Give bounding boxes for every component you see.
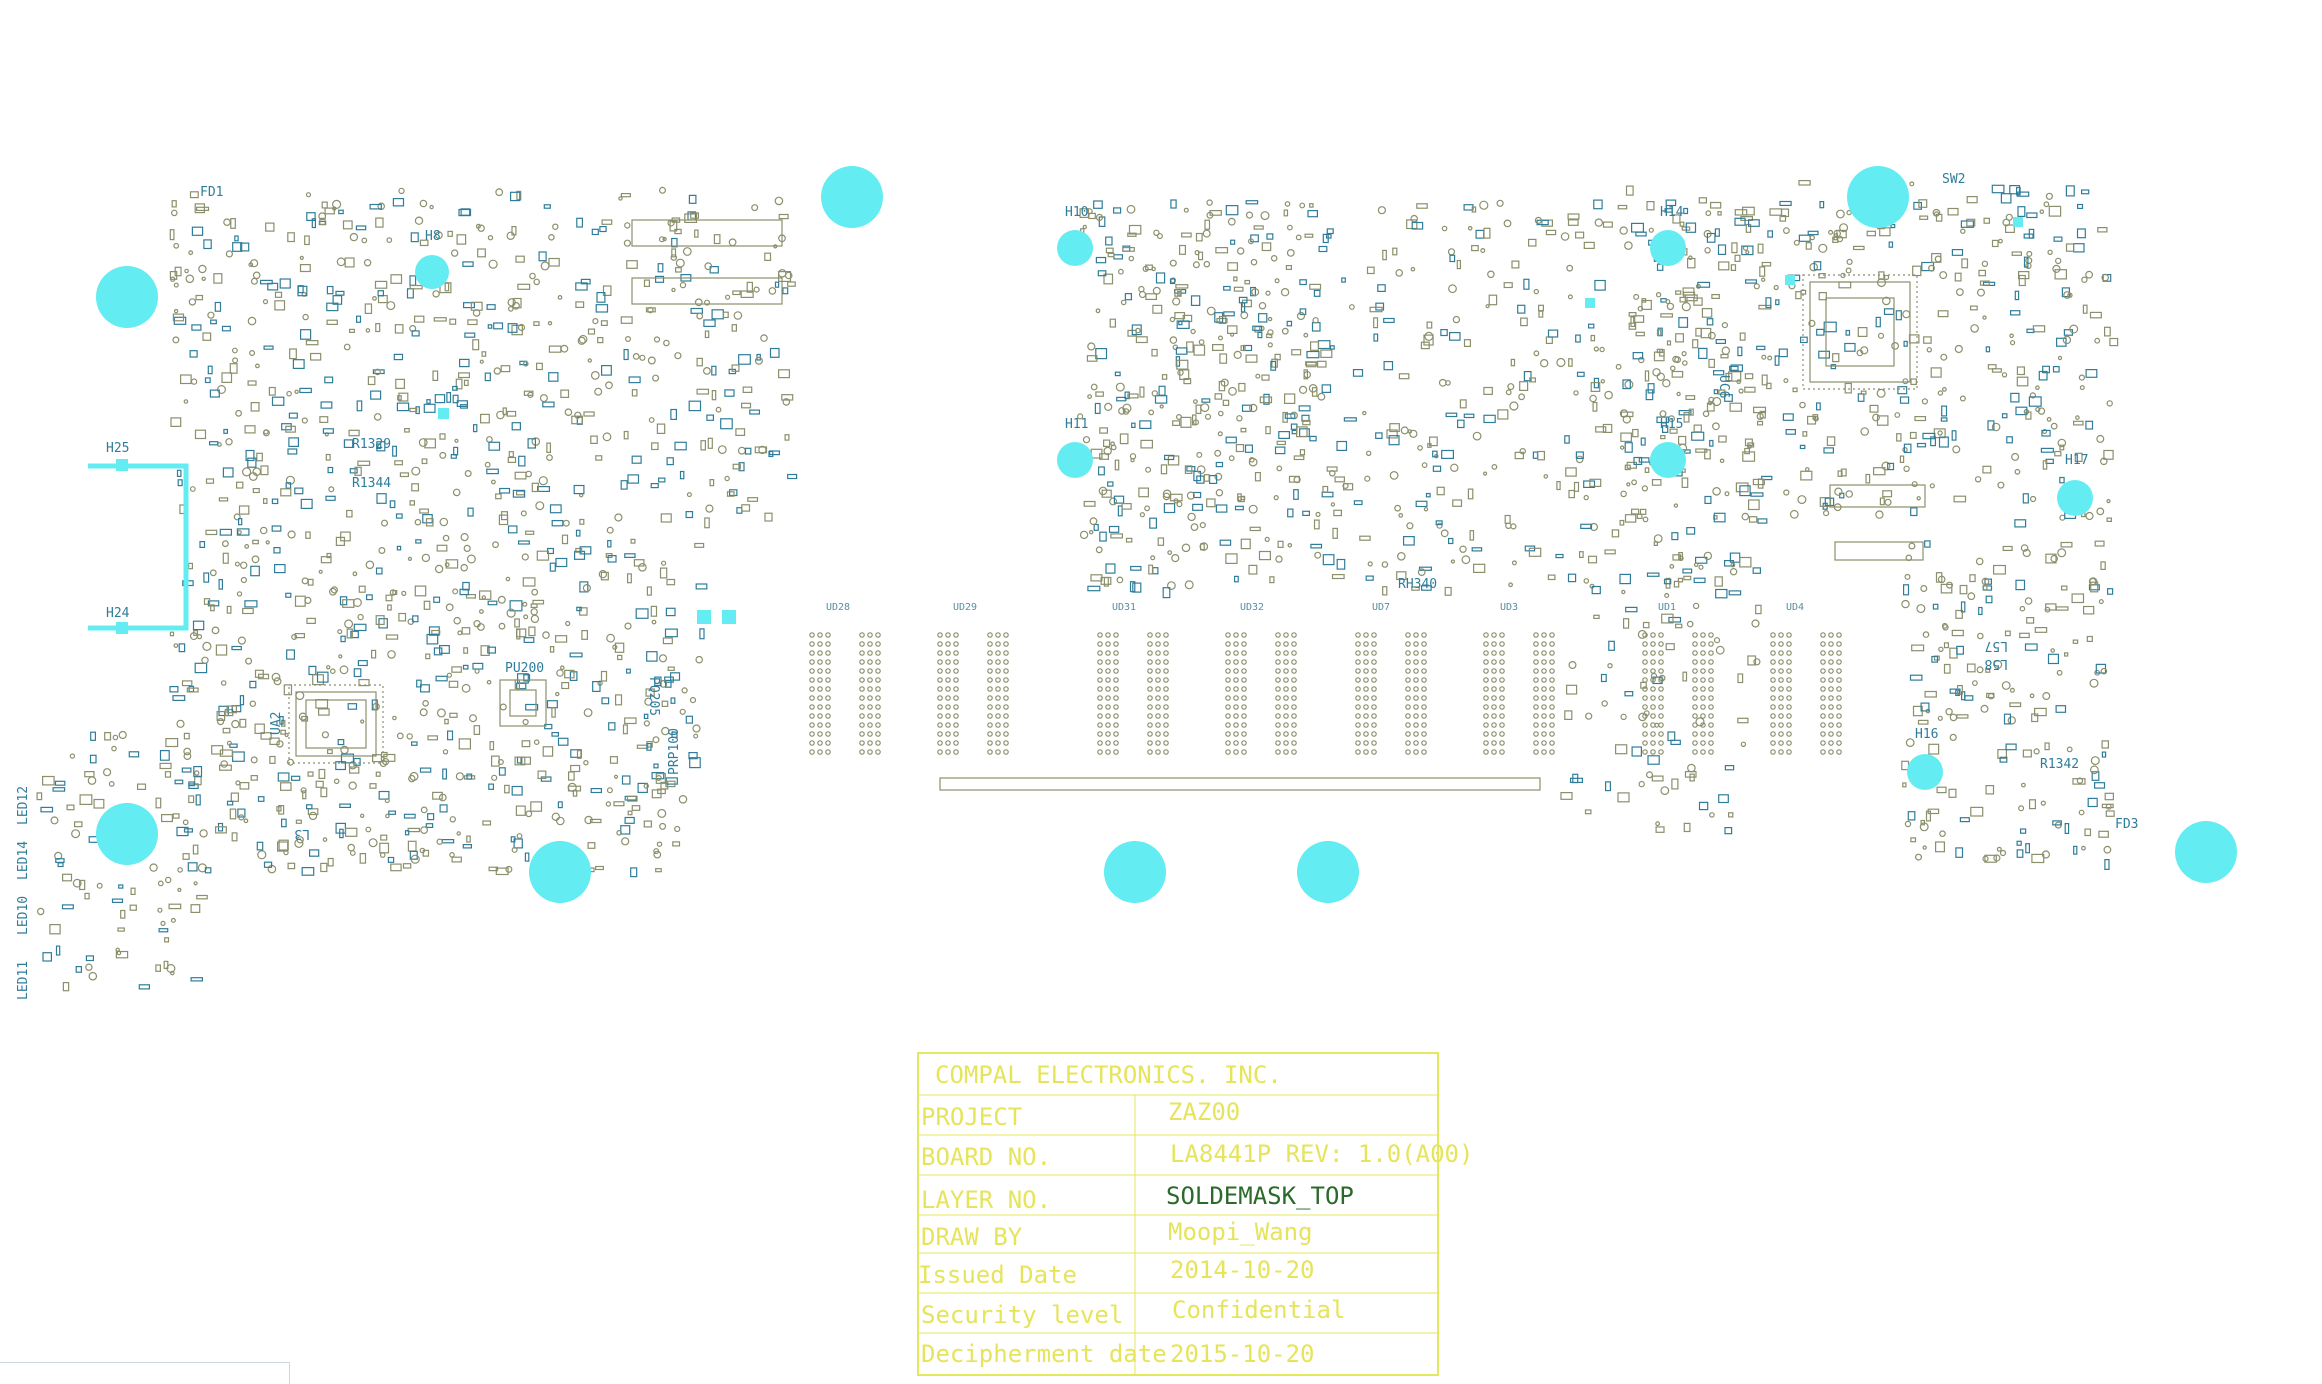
title-drawby-value: Moopi_Wang [1168, 1218, 1313, 1246]
label-prp100: PRP100 [667, 728, 682, 775]
mounting-hole [96, 803, 158, 865]
title-layer-value: SOLDEMASK_TOP [1166, 1182, 1354, 1210]
mounting-hole [821, 166, 883, 228]
label-h16: H16 [1915, 727, 1938, 742]
label-h14: H14 [1660, 205, 1684, 220]
mounting-hole [529, 841, 591, 903]
memory-chip-arrays [809, 632, 1842, 755]
label-h11: H11 [1065, 417, 1088, 432]
mounting-hole [1104, 841, 1166, 903]
title-board-value: LA8441P REV: 1.0(A00) [1170, 1140, 1473, 1168]
label-uc6: UC6 [1716, 375, 1731, 398]
label-h17: H17 [2065, 453, 2088, 468]
label-h25: H25 [106, 441, 129, 456]
mounting-holes [96, 166, 2237, 903]
qfn-chip-pu200 [499, 679, 547, 727]
component-labels: FD1 FD3 H8 H10 H11 H14 H15 H16 H17 H24 H… [16, 172, 2138, 1000]
viewport-corner-frame [0, 1362, 290, 1384]
mounting-hole [1297, 841, 1359, 903]
component-pads [36, 180, 2119, 992]
title-company: COMPAL ELECTRONICS. INC. [935, 1061, 1282, 1089]
mounting-hole [96, 266, 158, 328]
label-r1329: R1329 [352, 437, 391, 452]
label-ud31: UD31 [1112, 602, 1136, 613]
title-decipher-value: 2015-10-20 [1170, 1340, 1315, 1368]
mounting-hole [1057, 230, 1093, 266]
bga-chip-right [1802, 274, 1918, 390]
label-led12: LED12 [16, 786, 31, 825]
label-h8: H8 [425, 229, 441, 244]
title-security-label: Security level [921, 1301, 1123, 1329]
mounting-hole [1650, 230, 1686, 266]
left-connector-bracket [88, 459, 189, 634]
label-ud3: UD3 [1500, 602, 1518, 613]
label-ud28: UD28 [826, 602, 850, 613]
mounting-hole [1907, 754, 1943, 790]
mounting-hole [2175, 821, 2237, 883]
label-ud29: UD29 [953, 602, 977, 613]
label-fd1: FD1 [200, 185, 223, 200]
connector-top-center [631, 219, 1926, 561]
title-decipher-label: Decipherment date [921, 1340, 1167, 1368]
mounting-hole [1057, 442, 1093, 478]
label-pq205: PQ205 [646, 677, 661, 716]
label-h15: H15 [1660, 417, 1683, 432]
label-led14: LED14 [16, 841, 31, 880]
title-layer-label: LAYER NO. [921, 1186, 1051, 1214]
title-project-label: PROJECT [921, 1103, 1022, 1131]
label-l3: L3 [294, 826, 310, 841]
title-security-value: Confidential [1172, 1296, 1345, 1324]
label-fd3: FD3 [2115, 817, 2138, 832]
label-l58: L58 [1985, 656, 2008, 671]
mounting-hole [2057, 480, 2093, 516]
qfp-chip-ua2 [288, 684, 384, 764]
label-ud32: UD32 [1240, 602, 1264, 613]
label-led10: LED10 [16, 896, 31, 935]
label-ud4: UD4 [1786, 602, 1804, 613]
title-project-value: ZAZ00 [1168, 1098, 1240, 1126]
title-issued-label: Issued Date [918, 1261, 1077, 1289]
label-r1344: R1344 [352, 476, 391, 491]
mounting-hole [1847, 166, 1909, 228]
label-ua2: UA2 [269, 712, 284, 735]
mounting-hole [1650, 442, 1686, 478]
label-h10: H10 [1065, 205, 1088, 220]
label-sw2: SW2 [1942, 172, 1965, 187]
title-board-label: BOARD NO. [921, 1143, 1051, 1171]
title-drawby-label: DRAW BY [921, 1223, 1023, 1251]
title-issued-value: 2014-10-20 [1170, 1256, 1315, 1284]
label-led11: LED11 [16, 961, 31, 1000]
title-block: COMPAL ELECTRONICS. INC. PROJECT ZAZ00 B… [917, 1052, 1473, 1376]
bottom-pad-row [939, 777, 1541, 791]
label-l57: L57 [1985, 638, 2008, 653]
label-rh340: RH340 [1398, 577, 1437, 592]
label-h24: H24 [106, 606, 130, 621]
label-ud7: UD7 [1372, 602, 1390, 613]
mounting-hole [415, 255, 449, 289]
label-pu200: PU200 [505, 661, 544, 676]
label-ud1: UD1 [1658, 602, 1676, 613]
label-r1342: R1342 [2040, 757, 2079, 772]
